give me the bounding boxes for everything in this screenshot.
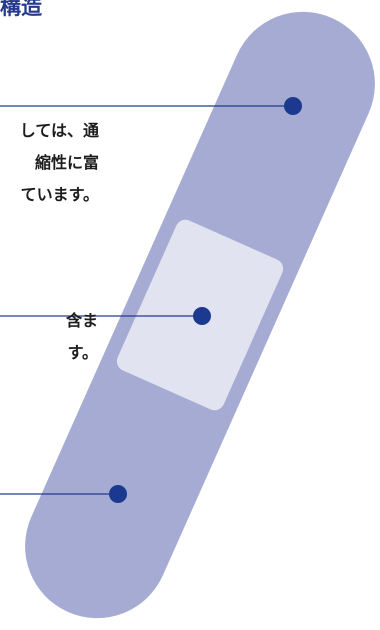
description-middle: 含ま す。 [0,305,98,369]
leader-dot-middle [193,307,211,325]
description-middle-line: す。 [67,343,98,362]
description-middle-line: 含ま [65,311,98,330]
description-top-line: ています。 [20,185,99,204]
description-top-line: しては、通 [19,121,99,140]
description-top: しては、通 縮性に富 ています。 [0,115,99,211]
leader-dot-bottom [109,485,127,503]
description-top-line: 縮性に富 [34,153,99,172]
leader-dot-top [284,97,302,115]
section-title: 構造 [0,0,42,19]
